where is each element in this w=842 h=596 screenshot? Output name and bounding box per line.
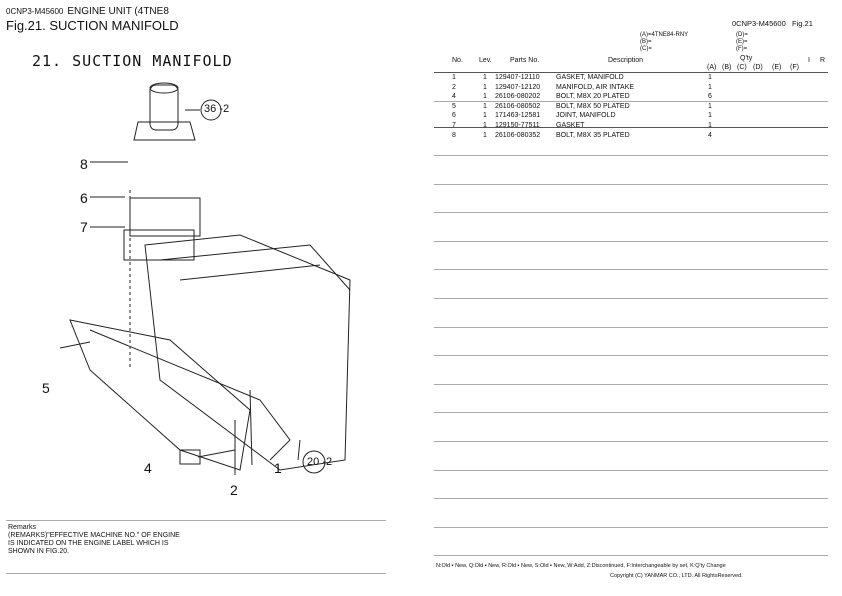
divider bbox=[6, 520, 386, 521]
cell-a: 1 bbox=[708, 83, 712, 91]
group-rule bbox=[434, 127, 828, 128]
header-rule bbox=[434, 72, 828, 73]
col-r: R bbox=[820, 57, 826, 64]
cell-no: 1 bbox=[452, 74, 456, 81]
col-c: (C) bbox=[737, 64, 747, 71]
row-rule bbox=[434, 155, 828, 156]
col-d: (D) bbox=[753, 64, 763, 71]
cell-part: 26106-080202 bbox=[495, 93, 541, 101]
cell-a: 1 bbox=[708, 122, 712, 129]
cell-a: 1 bbox=[708, 112, 712, 120]
col-f: (F) bbox=[790, 64, 799, 71]
cell-no: 7 bbox=[452, 122, 456, 129]
cell-lev: 1 bbox=[483, 102, 487, 110]
col-lev: Lev. bbox=[479, 57, 492, 64]
callout-2: 2 bbox=[230, 482, 238, 498]
cell-desc: BOLT, M8X 20 PLATED bbox=[556, 93, 630, 101]
row-rule bbox=[434, 412, 828, 413]
diagram-title: 21. SUCTION MANIFOLD bbox=[32, 52, 233, 70]
cell-part: 26106-080502 bbox=[495, 102, 541, 110]
remarks: Remarks(REMARKS)"EFFECTIVE MACHINE NO." … bbox=[8, 524, 188, 556]
cell-desc: GASKET, MANIFOLD bbox=[556, 74, 624, 81]
cell-no: 2 bbox=[452, 83, 456, 91]
exploded-diagram bbox=[59, 82, 351, 475]
divider bbox=[6, 573, 386, 574]
cell-lev: 1 bbox=[483, 112, 487, 120]
row-rule bbox=[434, 441, 828, 442]
group-rule bbox=[434, 101, 828, 102]
cell-part: 129407-12120 bbox=[495, 83, 541, 91]
cell-no: 8 bbox=[452, 131, 456, 139]
cell-part: 129407-12110 bbox=[495, 74, 540, 81]
right-fig: Fig.21 bbox=[792, 19, 813, 28]
catalog-code: 0CNP3-M45600 bbox=[6, 7, 64, 16]
cell-desc: MANIFOLD, AIR INTAKE bbox=[556, 83, 635, 91]
model-key-right: (D)=(E)=(F)= bbox=[736, 32, 748, 52]
callout-36: 36 -2 bbox=[204, 103, 230, 115]
cell-lev: 1 bbox=[483, 122, 487, 129]
cell-desc: GASKET bbox=[556, 122, 585, 129]
row-rule bbox=[434, 327, 828, 328]
row-rule bbox=[434, 527, 828, 528]
cell-no: 6 bbox=[452, 112, 456, 120]
callout-7: 7 bbox=[80, 219, 88, 235]
col-b: (B) bbox=[722, 64, 732, 71]
cell-part: 171463-12581 bbox=[495, 112, 541, 120]
header-right: 0CNP3-M45600 Fig.21 bbox=[732, 19, 813, 28]
cell-a: 4 bbox=[708, 131, 712, 139]
cell-lev: 1 bbox=[483, 83, 487, 91]
callout-1: 1 bbox=[274, 460, 282, 476]
row-rule bbox=[434, 269, 828, 270]
row-rule bbox=[434, 212, 828, 213]
cell-a: 1 bbox=[708, 74, 712, 81]
col-e: (E) bbox=[772, 64, 782, 71]
col-no: No. bbox=[452, 57, 463, 64]
cell-lev: 1 bbox=[483, 93, 487, 101]
row-rule bbox=[434, 355, 828, 356]
cell-desc: BOLT, M8X 35 PLATED bbox=[556, 131, 630, 139]
col-i: I bbox=[808, 57, 810, 64]
row-rule bbox=[434, 184, 828, 185]
cell-no: 4 bbox=[452, 93, 456, 101]
cell-part: 26106-080352 bbox=[495, 131, 541, 139]
model-key-left: (A)=4TNE84-RNY(B)=(C)= bbox=[640, 32, 689, 52]
col-qty: Q'ty bbox=[740, 55, 753, 62]
row-rule bbox=[434, 241, 828, 242]
callout-8: 8 bbox=[80, 156, 88, 172]
right-code: 0CNP3-M45600 bbox=[732, 19, 786, 28]
row-rule bbox=[434, 470, 828, 471]
copyright: Copyright (C) YANMAR CO., LTD. All Right… bbox=[610, 573, 743, 579]
callout-4: 4 bbox=[144, 460, 152, 476]
cell-lev: 1 bbox=[483, 131, 487, 139]
cell-a: 6 bbox=[708, 93, 712, 101]
callout-6: 6 bbox=[80, 190, 88, 206]
col-a: (A) bbox=[707, 64, 717, 71]
figure-title: Fig.21. SUCTION MANIFOLD bbox=[6, 18, 179, 33]
cell-no: 5 bbox=[452, 102, 456, 110]
row-rule bbox=[434, 384, 828, 385]
col-parts: Parts No. bbox=[510, 57, 540, 64]
footer-rule bbox=[434, 555, 828, 556]
cell-lev: 1 bbox=[483, 74, 487, 81]
row-rule bbox=[434, 298, 828, 299]
callout-20: 20 -2 bbox=[307, 456, 333, 468]
cell-part: 129150-77511 bbox=[495, 122, 540, 129]
callout-5: 5 bbox=[42, 380, 50, 396]
unit-name: ENGINE UNIT (4TNE8 bbox=[67, 6, 169, 17]
legend: N:Old ▪ New, Q:Old ▪ New, R:Old ▪ New, S… bbox=[436, 563, 726, 569]
remarks-text: (REMARKS)"EFFECTIVE MACHINE NO." OF ENGI… bbox=[8, 532, 180, 555]
cell-desc: BOLT, M8X 50 PLATED bbox=[556, 102, 630, 110]
row-rule bbox=[434, 498, 828, 499]
cell-a: 1 bbox=[708, 102, 712, 110]
cell-desc: JOINT, MANIFOLD bbox=[556, 112, 616, 120]
remarks-title: Remarks bbox=[8, 524, 37, 531]
col-desc: Description bbox=[608, 57, 644, 64]
